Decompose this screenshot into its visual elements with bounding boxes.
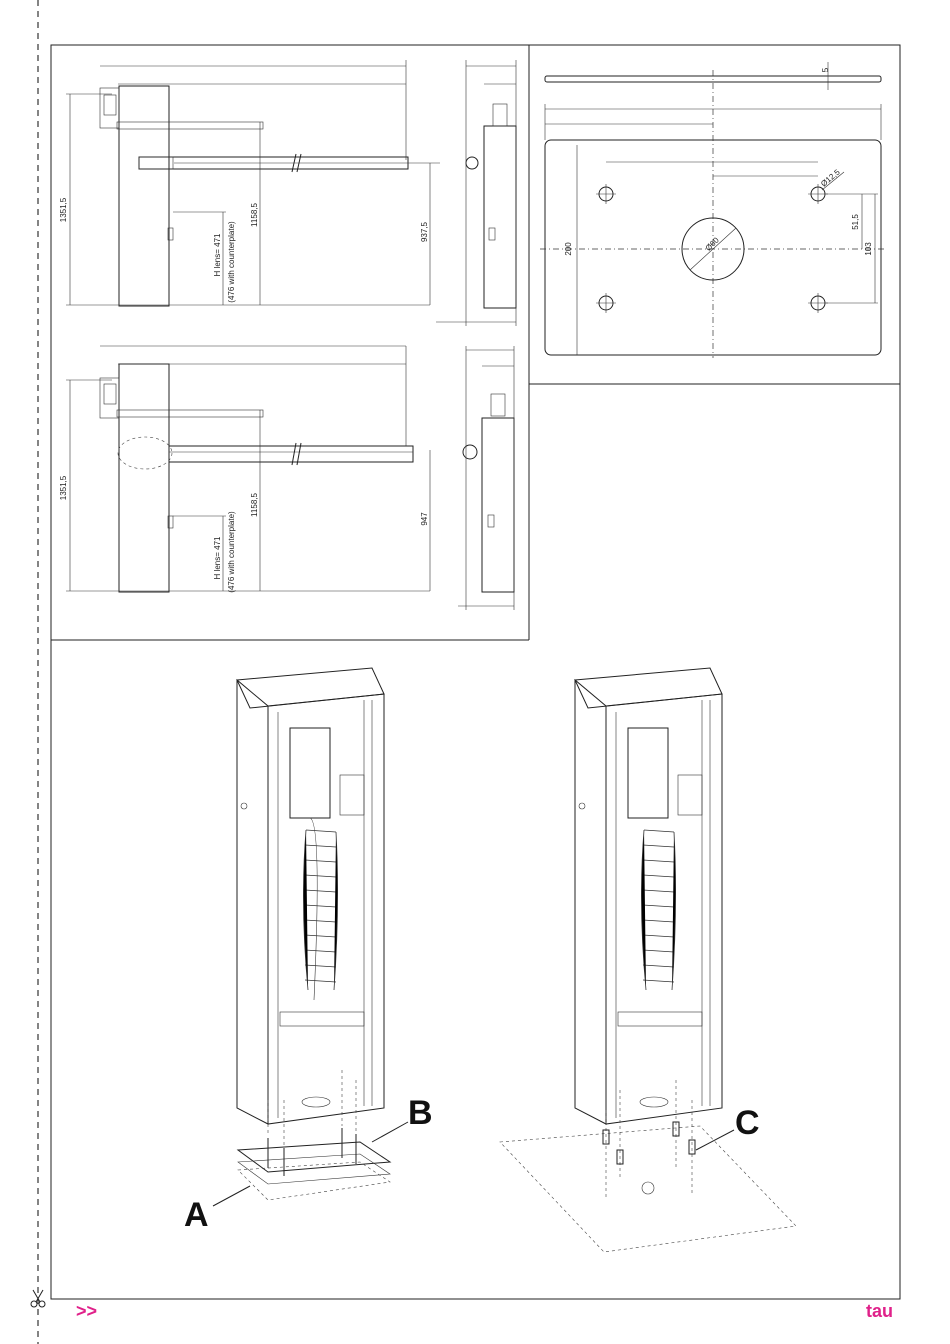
dim-offset-small: 51,5: [851, 214, 860, 230]
callout-c: C: [735, 1104, 760, 1142]
callout-b-leader: [372, 1122, 408, 1142]
dim-hole-diameter: Ø12,5: [819, 167, 842, 188]
dim-beam-height: 1158,5: [250, 203, 259, 227]
dim-center-hole: Ø60: [704, 235, 721, 252]
footer-arrows: >>: [76, 1301, 97, 1321]
callout-c-leader: [696, 1130, 734, 1150]
page-frame: [51, 45, 900, 1299]
dim-offset-large: 103: [864, 242, 873, 256]
lens-note-line2: (476 with counterplate): [227, 221, 236, 303]
callout-a-leader: [213, 1186, 250, 1206]
callout-a: A: [184, 1196, 209, 1234]
drawing-top: 1351,5 1158,5 937,5 H lens= 471 (476 wit…: [59, 60, 516, 326]
dim-height-total: 1351,5: [59, 197, 68, 222]
drawing-baseplate: 5 200 Ø60 Ø12,5 51,5 103: [540, 62, 886, 358]
dim-side-height: 937,5: [420, 221, 429, 242]
lens-note-line1-2: H lens= 471: [213, 536, 222, 579]
dim-plate-thickness: 5: [821, 67, 830, 72]
dim-beam-height-2: 1158,5: [250, 493, 259, 517]
iso-cabinet-left: [237, 668, 390, 1200]
lens-note-line2-2: (476 with counterplate): [227, 511, 236, 593]
dim-side-height-2: 947: [420, 512, 429, 526]
brand-logo: tau: [866, 1301, 893, 1321]
lens-note-line1: H lens= 471: [213, 233, 222, 276]
dim-height-total-2: 1351,5: [59, 475, 68, 500]
callout-b: B: [408, 1094, 433, 1132]
iso-cabinet-right: [500, 668, 796, 1252]
drawing-middle: 1351,5 1158,5 947 H lens= 471 (476 with …: [59, 346, 514, 610]
